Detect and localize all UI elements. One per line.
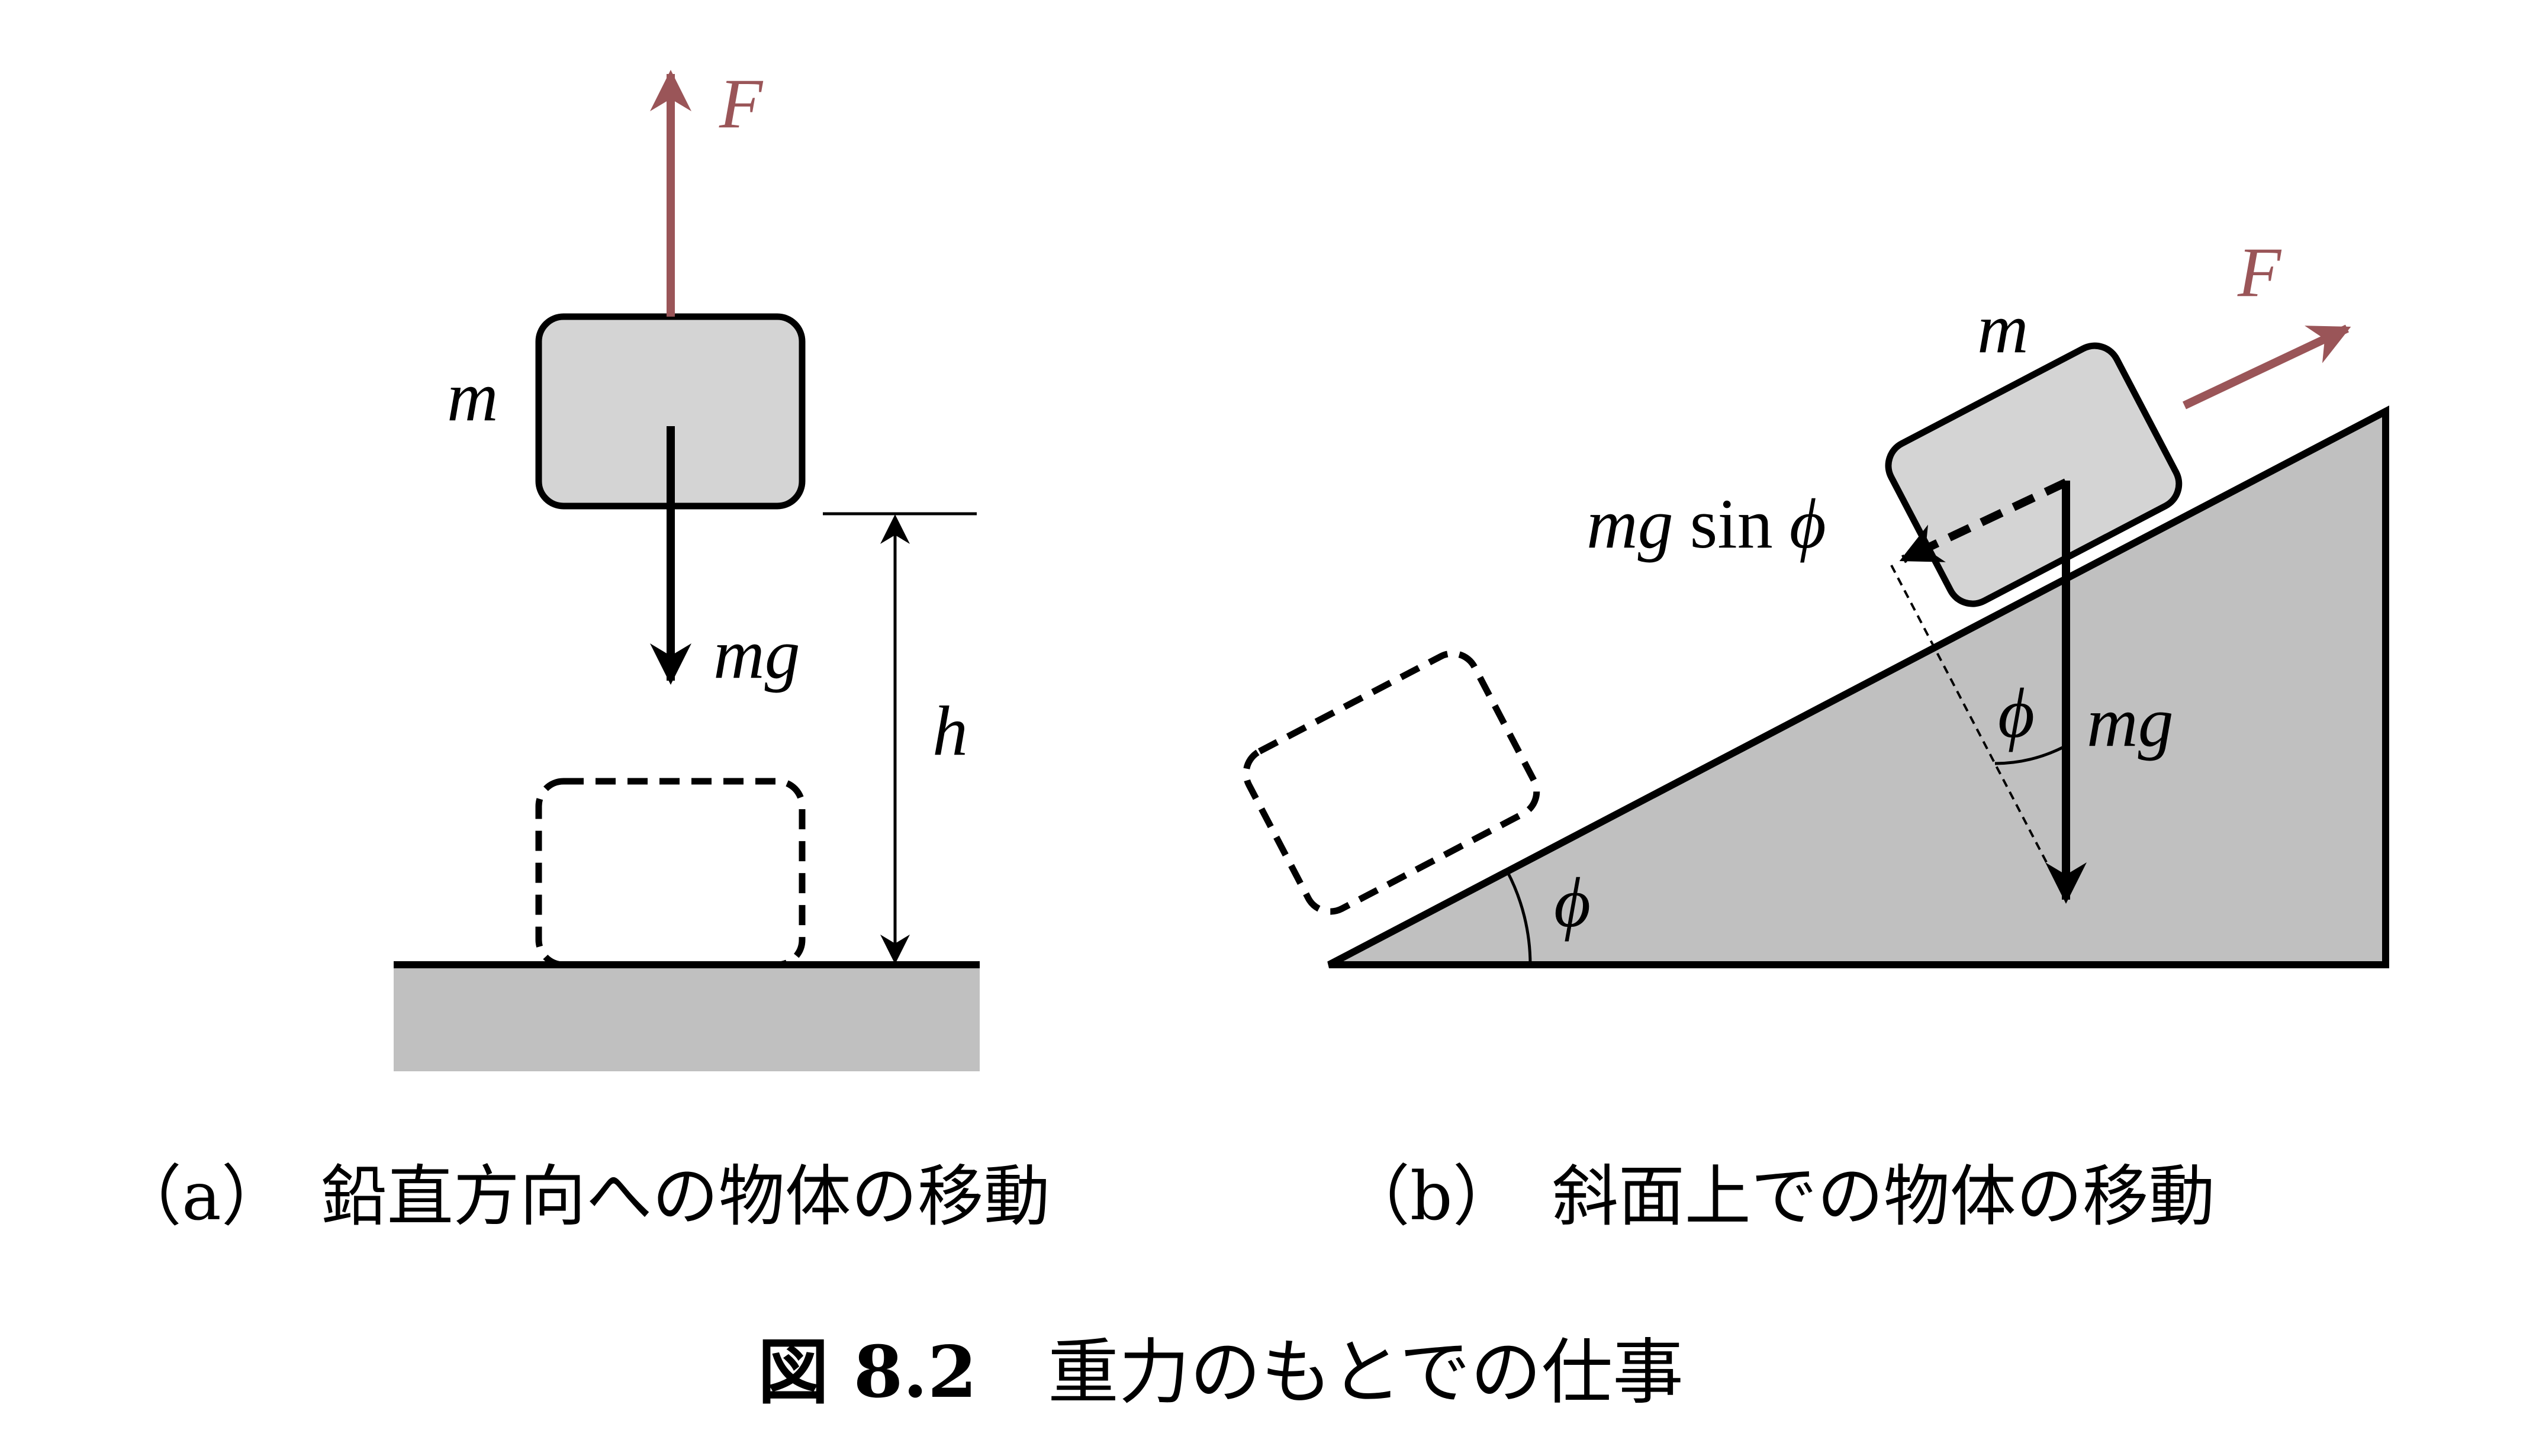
figure-title: 図 8.2 重力のもとでの仕事 [758, 1331, 1684, 1414]
component-label-phi: ϕ [1790, 484, 1826, 563]
component-arrow-mg-sin-phi [1899, 478, 2068, 563]
mass-label-m-incline: m [1977, 289, 2029, 368]
weight-label-mg-incline: mg [2087, 682, 2174, 761]
figure-number: 図 8.2 [758, 1331, 977, 1414]
component-label-mg: mg [1586, 484, 1673, 563]
weight-angle-arc [1994, 744, 2067, 765]
component-label-sin: sin [1690, 484, 1773, 563]
panel-a-caption: （a） 鉛直方向への物体の移動 [115, 1158, 1050, 1235]
force-arrow-f-incline [2183, 324, 2351, 410]
final-position-block-incline [1243, 650, 1540, 915]
weight-label-mg: mg [713, 614, 800, 693]
force-label-f: F [719, 64, 764, 143]
ground-surface [394, 965, 980, 1071]
final-position-block [535, 778, 806, 968]
panel-b-caption: （b） 斜面上での物体の移動 [1344, 1158, 2215, 1235]
construction-line [1890, 565, 2067, 900]
height-label-h: h [932, 691, 968, 770]
panel-a-vertical-motion: F m mg h （a） 鉛直方向への物体の移動 [115, 64, 1050, 1235]
figure-title-text: 重力のもとでの仕事 [1048, 1332, 1684, 1414]
incline-angle-label: ϕ [1554, 863, 1591, 942]
incline-angle-arc [1505, 870, 1532, 965]
force-label-f-incline: F [2237, 233, 2282, 311]
incline-plane [1327, 405, 2389, 968]
weight-angle-label: ϕ [1998, 674, 2035, 752]
mass-label-m: m [447, 357, 498, 436]
